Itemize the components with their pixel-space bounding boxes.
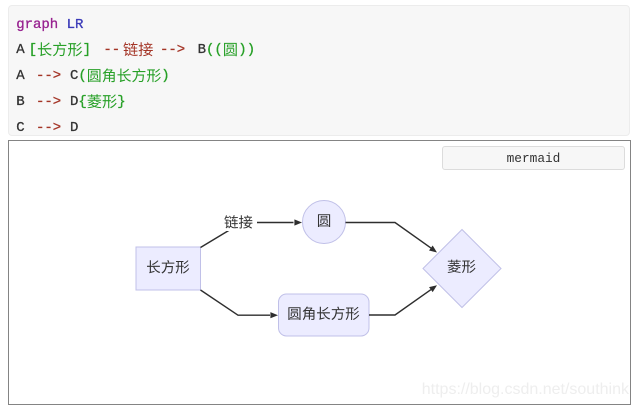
svg-text:-->: -->	[36, 68, 61, 84]
svg-text:LR: LR	[67, 17, 84, 33]
svg-text:]: ]	[83, 42, 91, 58]
svg-text:D: D	[70, 94, 78, 110]
svg-text:A: A	[16, 68, 25, 84]
svg-text:): )	[161, 68, 169, 84]
svg-text:B: B	[16, 94, 24, 110]
svg-text:mermaid: mermaid	[507, 151, 561, 166]
svg-text:)): ))	[238, 42, 255, 58]
svg-text:https://blog.csdn.net/southink: https://blog.csdn.net/southink	[422, 381, 630, 398]
svg-text:C: C	[70, 68, 78, 84]
svg-text:--: --	[103, 42, 120, 58]
svg-text:graph: graph	[16, 17, 58, 33]
svg-text:(: (	[78, 68, 86, 84]
svg-text:-->: -->	[36, 120, 61, 136]
svg-text:((: ((	[206, 42, 223, 58]
svg-text:B: B	[198, 42, 206, 58]
svg-text:C: C	[16, 120, 24, 136]
svg-text:-->: -->	[36, 94, 61, 110]
svg-text:{: {	[78, 94, 86, 110]
svg-text:}: }	[117, 94, 125, 110]
svg-text:[: [	[29, 42, 37, 58]
svg-text:D: D	[70, 120, 78, 136]
svg-text:-->: -->	[160, 42, 185, 58]
svg-text:A: A	[16, 42, 25, 58]
